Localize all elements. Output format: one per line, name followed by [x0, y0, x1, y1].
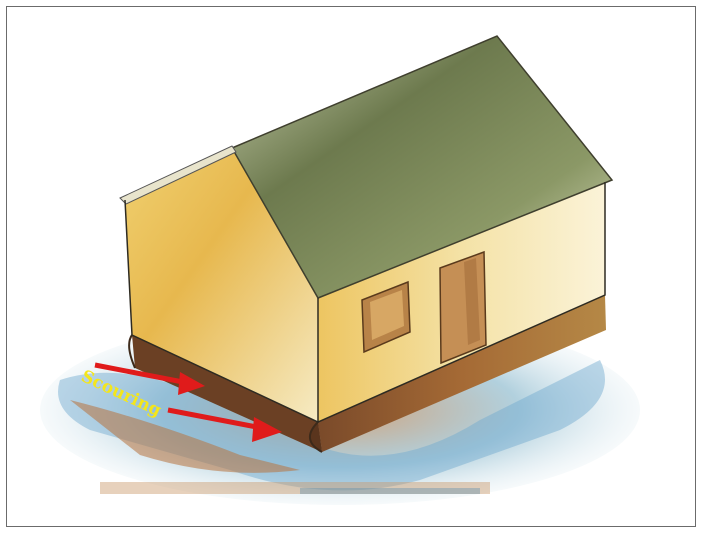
door [440, 252, 486, 363]
